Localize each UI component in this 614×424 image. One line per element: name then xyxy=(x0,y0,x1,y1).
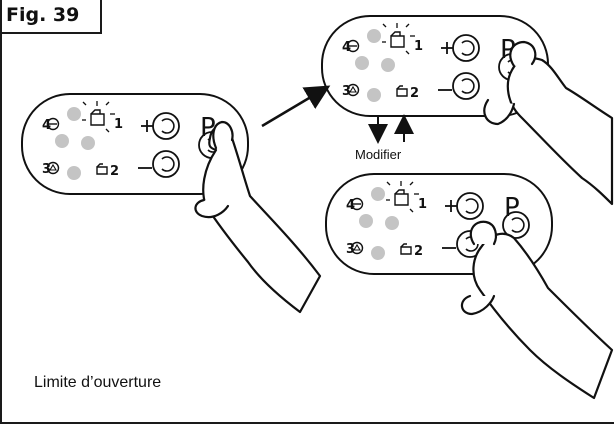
hand-pressing-minus xyxy=(460,220,614,400)
hand-pressing-p-top xyxy=(483,40,614,206)
led-number-4: 4 xyxy=(42,118,51,133)
led-number-4: 4 xyxy=(346,198,355,213)
led-number-3: 3 xyxy=(42,162,51,177)
led-number-4: 4 xyxy=(342,40,351,55)
led-number-2: 2 xyxy=(414,244,423,259)
figure-label: Fig. 39 xyxy=(0,0,102,34)
led-number-1: 1 xyxy=(414,39,423,54)
led-number-2: 2 xyxy=(410,86,419,101)
led-number-1: 1 xyxy=(114,117,123,132)
program-letter: P xyxy=(504,193,520,223)
led-number-3: 3 xyxy=(346,242,355,257)
hand-pressing-p-left xyxy=(194,120,322,314)
led-number-1: 1 xyxy=(418,197,427,212)
led-number-3: 3 xyxy=(342,84,351,99)
modifier-label: Modifier xyxy=(355,147,402,162)
transition-arrow xyxy=(261,85,331,128)
caption-text: Limite d’ouverture xyxy=(34,374,162,391)
control-panel-bottom-right: 4 1 3 2 P xyxy=(325,173,553,275)
led-number-2: 2 xyxy=(110,164,119,179)
